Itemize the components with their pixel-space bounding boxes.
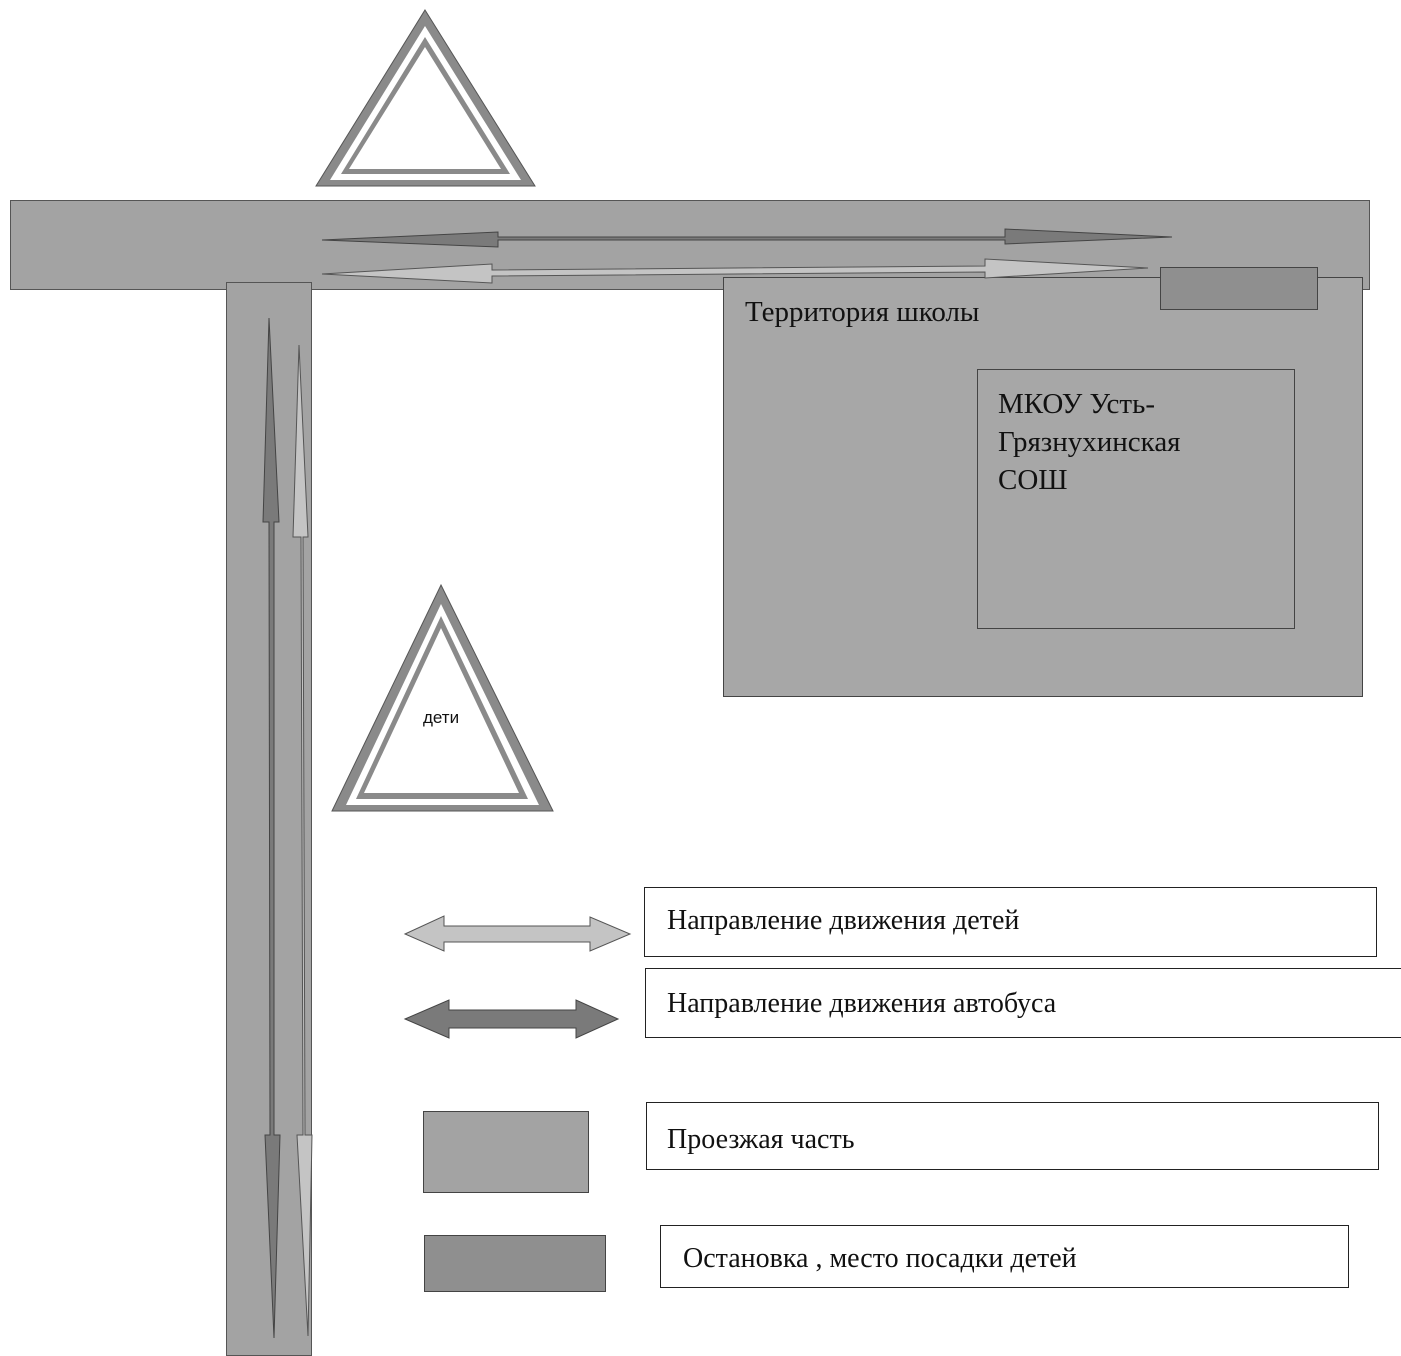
legend-box-children-direction: [644, 887, 1377, 957]
legend-roadway-swatch: [423, 1111, 589, 1193]
legend-children-direction-label: Направление движения детей: [667, 905, 1020, 936]
legend-box-bus-direction: [645, 968, 1401, 1038]
school-name: МКОУ Усть- Грязнухинская СОШ: [998, 385, 1181, 499]
sign-children-label: дети: [423, 708, 460, 727]
bus-direction-arrow-horizontal: [321, 228, 1173, 248]
legend-box-bus-stop: [660, 1225, 1349, 1288]
bus-direction-arrow-vertical: [262, 317, 281, 1339]
school-name-line-2: Грязнухинская: [998, 426, 1181, 458]
legend-roadway-label: Проезжая часть: [667, 1124, 855, 1155]
school-name-line-3: СОШ: [998, 464, 1068, 496]
legend-children-arrow-icon: [403, 915, 632, 952]
legend-bus-direction-label: Направление движения автобуса: [667, 988, 1057, 1019]
legend-bus-arrow-icon: [403, 999, 620, 1039]
warning-sign-top: [315, 9, 536, 187]
school-territory-label: Территория школы: [745, 296, 980, 328]
bus-stop-area: [1160, 267, 1318, 310]
legend-box-roadway: [646, 1102, 1379, 1170]
legend-bus-stop-label: Остановка , место посадки детей: [683, 1243, 1077, 1274]
warning-sign-children: [331, 583, 554, 812]
horizontal-road: [10, 200, 1370, 290]
children-direction-arrow-vertical: [292, 344, 313, 1337]
children-direction-arrow-horizontal: [321, 258, 1149, 284]
school-building: [977, 369, 1295, 629]
school-name-line-1: МКОУ Усть-: [998, 388, 1155, 420]
legend-bus-stop-swatch: [424, 1235, 606, 1292]
